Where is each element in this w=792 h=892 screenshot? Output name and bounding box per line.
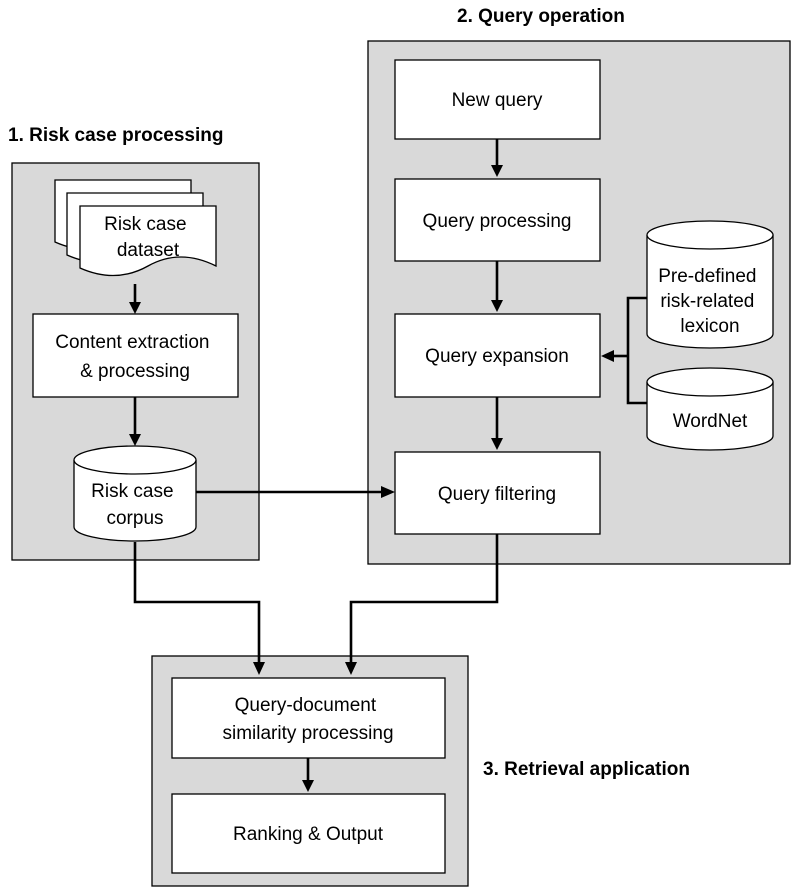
query-processing-node: Query processing [394, 178, 601, 262]
risk-case-corpus-node: Risk case corpus [73, 445, 197, 542]
edge-dataset-to-extraction [129, 284, 141, 314]
edge-lexicons-to-expansion [601, 296, 647, 405]
edge-filtering-to-similarity [345, 534, 499, 675]
query-filtering-node: Query filtering [394, 451, 601, 535]
edge-similarity-to-ranking [302, 758, 314, 792]
risk-case-dataset-node: Risk case dataset [54, 179, 217, 277]
query-filtering-label: Query filtering [438, 484, 556, 505]
edge-corpus-to-filtering [196, 486, 395, 498]
edge-expansion-to-filtering [491, 397, 503, 450]
predefined-lexicon-node: Pre-defined risk-related lexicon [646, 220, 774, 349]
similarity-processing-label: Query-document similarity processing [222, 695, 393, 744]
query-operation-title: 2. Query operation [457, 6, 625, 27]
edge-corpus-to-similarity [133, 542, 265, 675]
wordnet-node: WordNet [646, 367, 774, 451]
wordnet-label: WordNet [673, 411, 748, 432]
risk-case-corpus-label: Risk case corpus [91, 481, 179, 529]
edge-newquery-to-processing [491, 139, 503, 177]
query-processing-label: Query processing [423, 211, 572, 232]
query-expansion-node: Query expansion [394, 313, 601, 398]
new-query-label: New query [452, 90, 543, 111]
new-query-node: New query [394, 59, 601, 140]
predefined-lexicon-label: Pre-defined risk-related lexicon [658, 266, 762, 337]
edge-extraction-to-corpus [129, 397, 141, 446]
risk-case-dataset-label: Risk case dataset [104, 214, 192, 261]
content-extraction-label: Content extraction & processing [55, 332, 214, 382]
content-extraction-node: Content extraction & processing [32, 313, 239, 398]
ranking-output-label: Ranking & Output [233, 824, 384, 845]
ranking-output-node: Ranking & Output [171, 793, 446, 874]
query-expansion-label: Query expansion [425, 346, 569, 367]
edge-processing-to-expansion [491, 261, 503, 312]
retrieval-application-title: 3. Retrieval application [483, 759, 690, 780]
risk-case-processing-title: 1. Risk case processing [8, 125, 223, 146]
similarity-processing-node: Query-document similarity processing [171, 677, 446, 759]
